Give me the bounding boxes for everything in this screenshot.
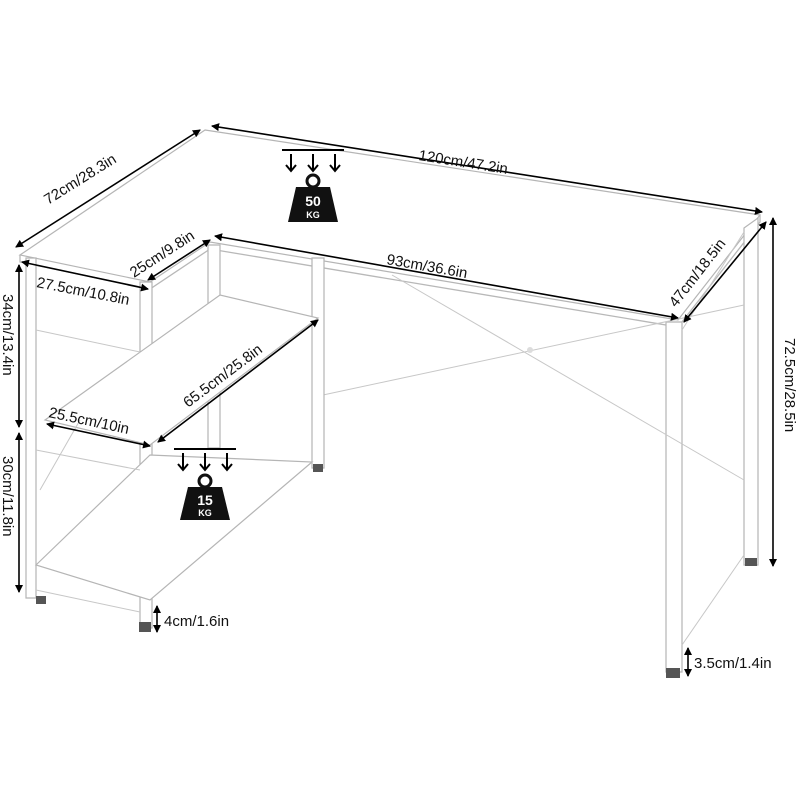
foot-right-back xyxy=(745,558,757,566)
down-arrows-icon xyxy=(174,448,236,472)
label-foot-right: 3.5cm/1.4in xyxy=(694,655,772,672)
label-shelf-lower-height: 30cm/11.8in xyxy=(0,456,16,537)
foot-middle xyxy=(313,464,323,472)
weight-icon: 50 KG xyxy=(288,173,338,222)
shelf-braces xyxy=(35,329,141,613)
dim-line-top-length xyxy=(211,123,763,215)
weight-badge-desk: 50 KG xyxy=(282,149,344,222)
shelf-left-post xyxy=(25,257,37,599)
weight-icon: 15 KG xyxy=(180,473,230,520)
dim-line-shelf-mid-width xyxy=(46,421,151,449)
weight-unit: KG xyxy=(306,210,320,220)
down-arrows-icon xyxy=(282,149,344,173)
l-shaped-desk xyxy=(18,129,762,678)
middle-rear-leg xyxy=(311,257,325,469)
right-front-leg xyxy=(665,321,683,673)
label-foot-left: 4cm/1.6in xyxy=(164,613,229,630)
right-back-leg xyxy=(743,216,759,566)
dim-line-right-depth xyxy=(683,221,767,323)
label-shelf-depth: 27.5cm/10.8in xyxy=(35,274,131,309)
label-shelf-upper-height: 34cm/13.4in xyxy=(0,294,16,376)
dim-line-inner-length xyxy=(214,233,679,321)
dim-line-shelf-width xyxy=(147,239,211,281)
lower-shelf xyxy=(34,454,314,601)
dim-line-side-depth xyxy=(15,129,201,248)
right-bottom-rail xyxy=(681,554,745,646)
dim-line-shelf-depth xyxy=(21,259,149,292)
weight-badge-shelf: 15 KG xyxy=(174,448,236,520)
label-height: 72.5cm/28.5in xyxy=(781,338,798,432)
weight-value: 50 xyxy=(305,193,321,209)
dimension-lines xyxy=(15,123,777,677)
weight-value: 15 xyxy=(197,492,213,508)
foot-front-shelf xyxy=(139,622,151,632)
dim-line-shelf-length xyxy=(157,319,319,443)
weight-unit: KG xyxy=(198,508,212,518)
foot-left xyxy=(36,596,46,604)
brace-center xyxy=(527,347,533,353)
foot-right-front xyxy=(666,668,680,678)
